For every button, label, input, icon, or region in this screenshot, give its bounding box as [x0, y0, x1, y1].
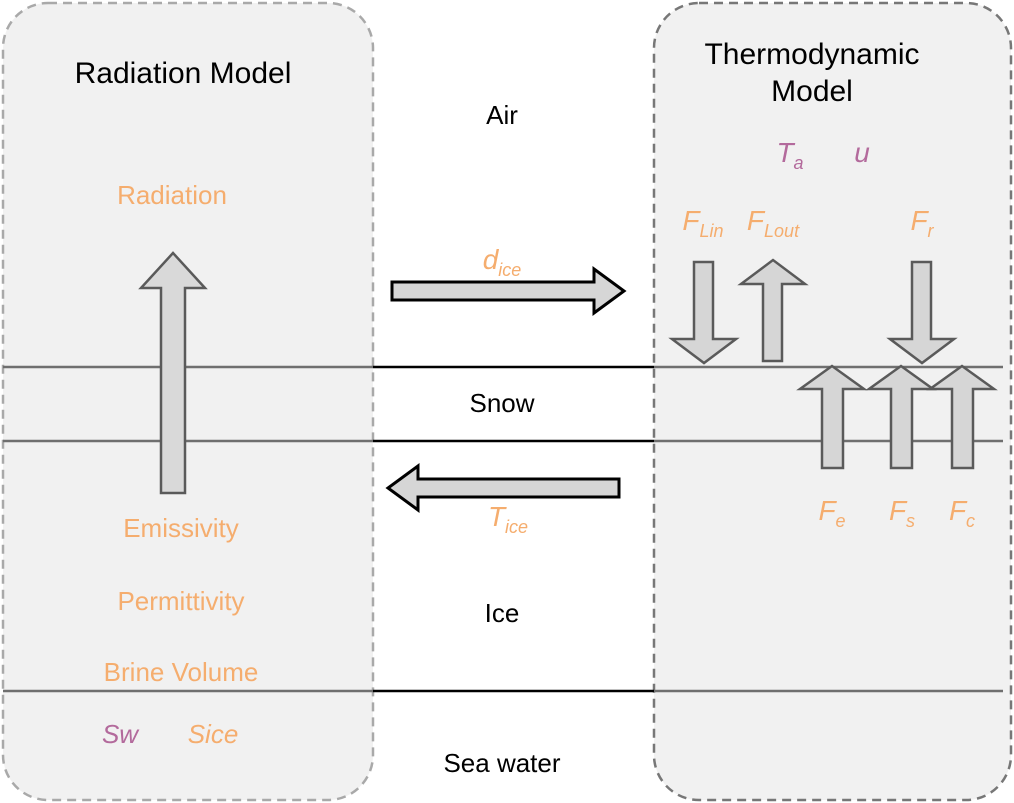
layer-snow-label: Snow: [469, 388, 535, 418]
radiation-model-title: Radiation Model: [74, 57, 292, 90]
brine-volume-label: Brine Volume: [103, 657, 259, 687]
radiation-model-panel: [1, 1, 375, 802]
air-temperature-label: Ta: [776, 137, 804, 173]
f-c-up-arrow: [926, 364, 998, 470]
wind-speed-label: u: [854, 137, 870, 168]
radiation-up-arrow: [138, 251, 208, 495]
t-ice-label: Tice: [487, 501, 529, 537]
f-c-label: Fc: [948, 495, 976, 531]
emissivity-label: Emissivity: [123, 513, 239, 543]
radiation-output-label: Radiation: [117, 180, 227, 210]
f-r-down-arrow: [886, 260, 958, 365]
salinity-water-label: Sw: [101, 719, 139, 749]
salinity-ice-label: Sice: [187, 719, 239, 749]
layer-sea-water-label: Sea water: [443, 748, 561, 778]
f-lout-label: FLout: [746, 205, 800, 241]
thermodynamic-model-title: Thermodynamic Model: [704, 38, 920, 108]
f-s-up-arrow: [865, 364, 937, 470]
layer-lines-middle: [373, 365, 654, 693]
f-lout-up-arrow: [737, 258, 809, 363]
d-ice-right-arrow: [390, 266, 627, 316]
f-r-label: Fr: [910, 205, 934, 241]
layer-air-label: Air: [486, 100, 518, 130]
f-e-up-arrow: [796, 364, 868, 470]
f-lin-label: FLin: [682, 205, 724, 241]
f-lin-down-arrow: [668, 260, 740, 365]
d-ice-label: dice: [482, 244, 522, 280]
f-s-label: Fs: [888, 495, 916, 531]
t-ice-left-arrow: [385, 463, 621, 513]
layer-ice-label: Ice: [484, 598, 520, 628]
f-e-label: Fe: [818, 495, 846, 531]
permittivity-label: Permittivity: [117, 586, 245, 616]
layer-lines-left: [3, 365, 373, 693]
